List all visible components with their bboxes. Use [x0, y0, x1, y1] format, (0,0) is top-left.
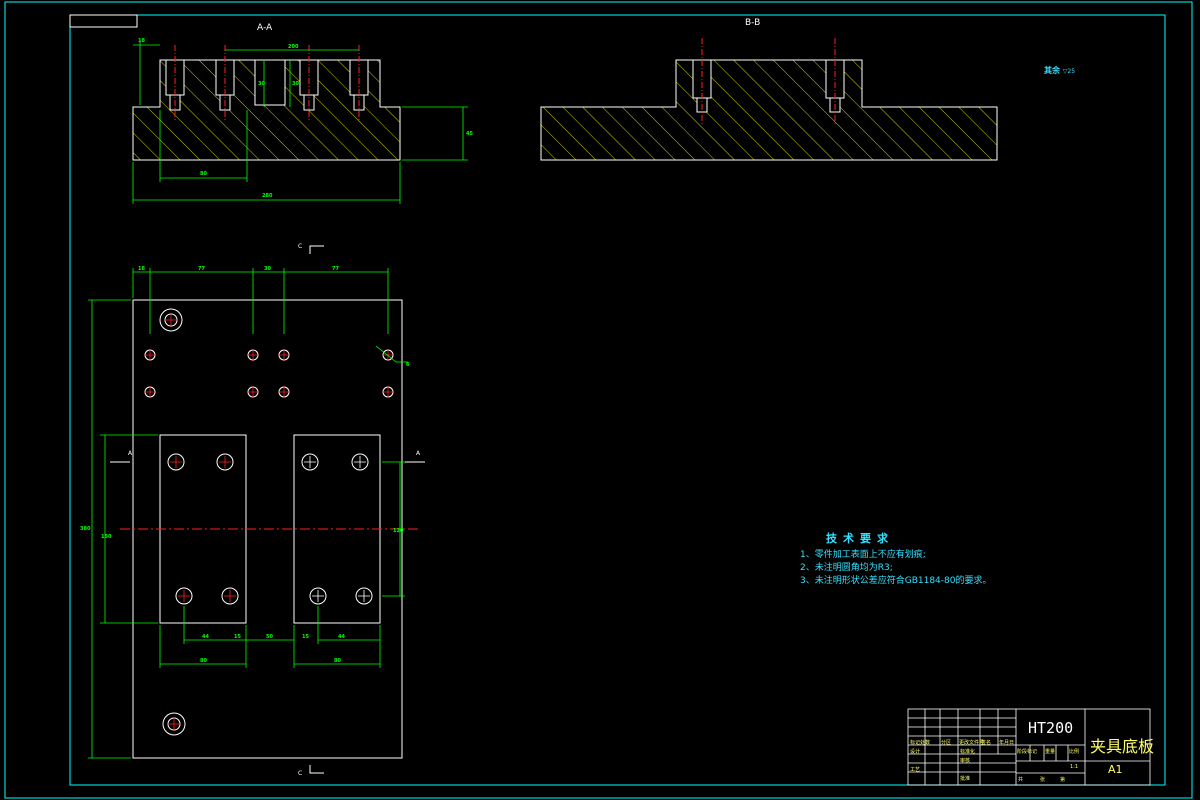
- svg-text:44: 44: [338, 634, 345, 640]
- svg-text:6: 6: [406, 362, 410, 368]
- tb-cell-total: 共: [1018, 777, 1024, 783]
- inner-frame: [69, 14, 1166, 786]
- roughness-value: 25: [1067, 68, 1076, 75]
- tb-cell-change: 更改文件号: [959, 740, 985, 746]
- tb-cell-design: 设计: [910, 749, 921, 755]
- tb-cell-approve: 批准: [960, 776, 971, 782]
- roughness-symbol: ▽: [1062, 68, 1068, 75]
- cut-label-right: A: [416, 450, 421, 457]
- tb-cell-craft: 工艺: [910, 767, 921, 773]
- tech-req-item-2: 2、未注明圆角均为R3;: [800, 563, 893, 573]
- tb-cell-date: 年月日: [999, 740, 1015, 746]
- svg-text:44: 44: [202, 634, 209, 640]
- part-name: 夹具底板: [1090, 737, 1155, 756]
- svg-text:80: 80: [334, 658, 341, 664]
- svg-text:280: 280: [262, 193, 273, 199]
- outer-border: [4, 1, 1193, 799]
- tech-req-title: 技术要求: [826, 532, 894, 545]
- section-b-label: B-B: [745, 18, 760, 28]
- cut-label-left: A: [128, 450, 133, 457]
- roughness-note: 其余 ▽25: [1044, 65, 1075, 76]
- code-box: [69, 14, 138, 28]
- svg-text:15: 15: [302, 634, 309, 640]
- svg-text:200: 200: [288, 44, 299, 50]
- tech-req-item-3: 3、未注明形状公差应符合GB1184-80的要求。: [800, 576, 992, 586]
- material-label: HT200: [1028, 719, 1074, 737]
- tb-cell-scale: 1:1: [1070, 764, 1079, 770]
- plan-view: 18 77 30 77 380 150 120 80 80 44 15 50 15 44 6 C C…: [80, 243, 425, 777]
- tech-req-item-1: 1、零件加工表面上不应有划痕;: [800, 550, 926, 560]
- tb-cell-std: 标准化: [960, 749, 976, 755]
- tb-cell-zone: 分区: [941, 740, 952, 746]
- svg-text:45: 45: [466, 131, 473, 137]
- svg-text:380: 380: [80, 526, 91, 532]
- tb-cell-stage: 阶段标记: [1017, 749, 1038, 755]
- title-block: [907, 708, 1151, 786]
- svg-text:80: 80: [200, 658, 207, 664]
- roughness-label: 其余: [1044, 66, 1060, 75]
- tb-cell-review: 审核: [960, 758, 971, 764]
- sheet-size: A1: [1108, 763, 1123, 776]
- tb-cell-sign: 签名: [981, 740, 992, 746]
- tb-cell-sheets: 张: [1040, 777, 1046, 783]
- tb-cell-ratio: 比例: [1069, 749, 1080, 755]
- tb-cell-weight: 重量: [1045, 749, 1056, 755]
- svg-text:50: 50: [266, 634, 273, 640]
- tb-cell-mark: 标记处数: [910, 740, 931, 746]
- cut-label-top: C: [298, 243, 302, 250]
- section-a-a: 280 80 200 45 30 30 18 A-A: [132, 23, 473, 204]
- svg-text:30: 30: [264, 266, 271, 272]
- tb-cell-page: 第: [1060, 777, 1066, 783]
- svg-text:80: 80: [200, 171, 207, 177]
- svg-text:18: 18: [138, 38, 145, 44]
- svg-text:15: 15: [234, 634, 241, 640]
- svg-text:77: 77: [198, 266, 205, 272]
- technical-requirements: 技术要求 1、零件加工表面上不应有划痕; 2、未注明圆角均为R3; 3、未注明形…: [800, 532, 991, 588]
- svg-text:18: 18: [138, 266, 145, 272]
- svg-text:150: 150: [101, 534, 112, 540]
- svg-text:120: 120: [393, 528, 404, 534]
- svg-text:77: 77: [332, 266, 339, 272]
- cut-label-bottom: C: [298, 770, 302, 777]
- section-a-label: A-A: [257, 23, 273, 33]
- svg-text:30: 30: [292, 81, 299, 87]
- svg-text:30: 30: [258, 81, 265, 87]
- section-b-b: B-B: [540, 18, 998, 161]
